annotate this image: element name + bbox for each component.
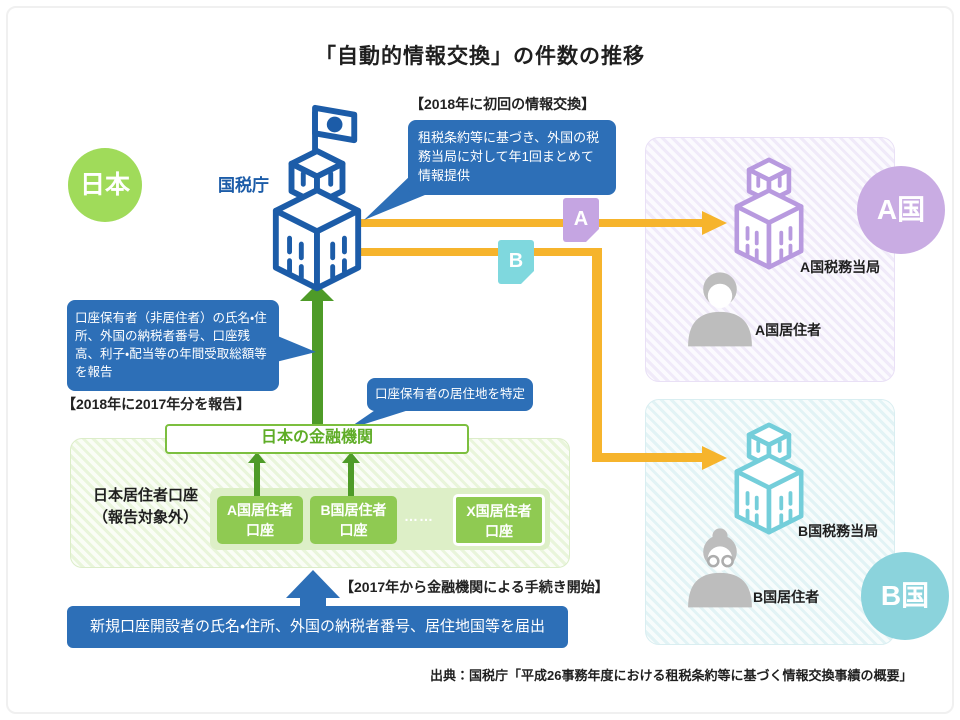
account-b-arrow-head-icon [342, 452, 360, 463]
country-b-badge: B国 [861, 552, 949, 640]
domestic-accounts-label: 日本居住者口座 （報告対象外） [93, 487, 199, 526]
arrow-to-country-b-shaft3 [592, 453, 704, 462]
country-a-authority-label: A国税務当局 [800, 259, 881, 275]
account-b-arrow-shaft [348, 462, 354, 496]
japan-badge: 日本 [68, 148, 142, 222]
note-report-2018: 【2018年に2017年分を報告】 [62, 396, 251, 412]
report-arrow-shaft [312, 299, 323, 427]
country-b-resident-icon [686, 527, 754, 609]
document-a-icon: A [563, 198, 599, 242]
residence-bubble: 口座保有者の居住地を特定 [367, 378, 533, 411]
arrow-to-country-b-shaft1 [358, 248, 602, 256]
report-bubble-tail-icon [268, 332, 316, 364]
account-a-arrow-shaft [254, 462, 260, 496]
source-citation: 出典：国税庁「平成26事務年度における租税条約等に基づく情報交換事績の概要」 [430, 668, 913, 683]
account-x-box: X国居住者 口座 [453, 494, 545, 546]
document-b-icon: B [498, 240, 534, 284]
nta-building-icon [258, 104, 376, 298]
japan-flag-icon [326, 116, 343, 133]
new-account-bubble: 新規口座開設者の氏名・住所、外国の納税者番号、居住地国等を届出 [67, 606, 568, 648]
country-a-badge: A国 [857, 166, 945, 254]
country-b-resident-label: B国居住者 [753, 589, 820, 605]
account-a-box: A国居住者 口座 [217, 496, 303, 544]
arrow-to-country-b-head-icon [702, 446, 727, 470]
notify-arrow-head-icon [286, 570, 340, 598]
country-a-resident-icon [688, 272, 752, 347]
note-first-exchange: 【2018年に初回の情報交換】 [410, 96, 596, 112]
accounts-ellipsis: …… [404, 508, 434, 524]
arrow-to-country-b-shaft2 [592, 248, 602, 462]
provide-info-bubble: 租税条約等に基づき、外国の税務当局に対して年1回まとめて情報提供 [408, 120, 616, 195]
arrow-to-country-a-head-icon [702, 211, 727, 235]
country-a-resident-label: A国居住者 [755, 322, 822, 338]
account-b-box: B国居住者 口座 [310, 496, 397, 544]
arrow-to-country-a-shaft [358, 219, 704, 227]
report-arrow-head-icon [300, 284, 334, 301]
notify-arrow-shaft [300, 596, 326, 608]
financial-institution-box: 日本の金融機関 [165, 424, 469, 454]
report-info-bubble: 口座保有者（非居住者）の氏名・住所、外国の納税者番号、口座残高、利子・配当等の年… [67, 300, 279, 391]
note-procedure-2017: 【2017年から金融機関による手続き開始】 [340, 579, 609, 595]
account-a-arrow-head-icon [248, 452, 266, 463]
page-title: 「自動的情報交換」の件数の推移 [315, 45, 645, 68]
nta-label: 国税庁 [218, 176, 269, 195]
country-b-authority-label: B国税務当局 [798, 523, 879, 539]
